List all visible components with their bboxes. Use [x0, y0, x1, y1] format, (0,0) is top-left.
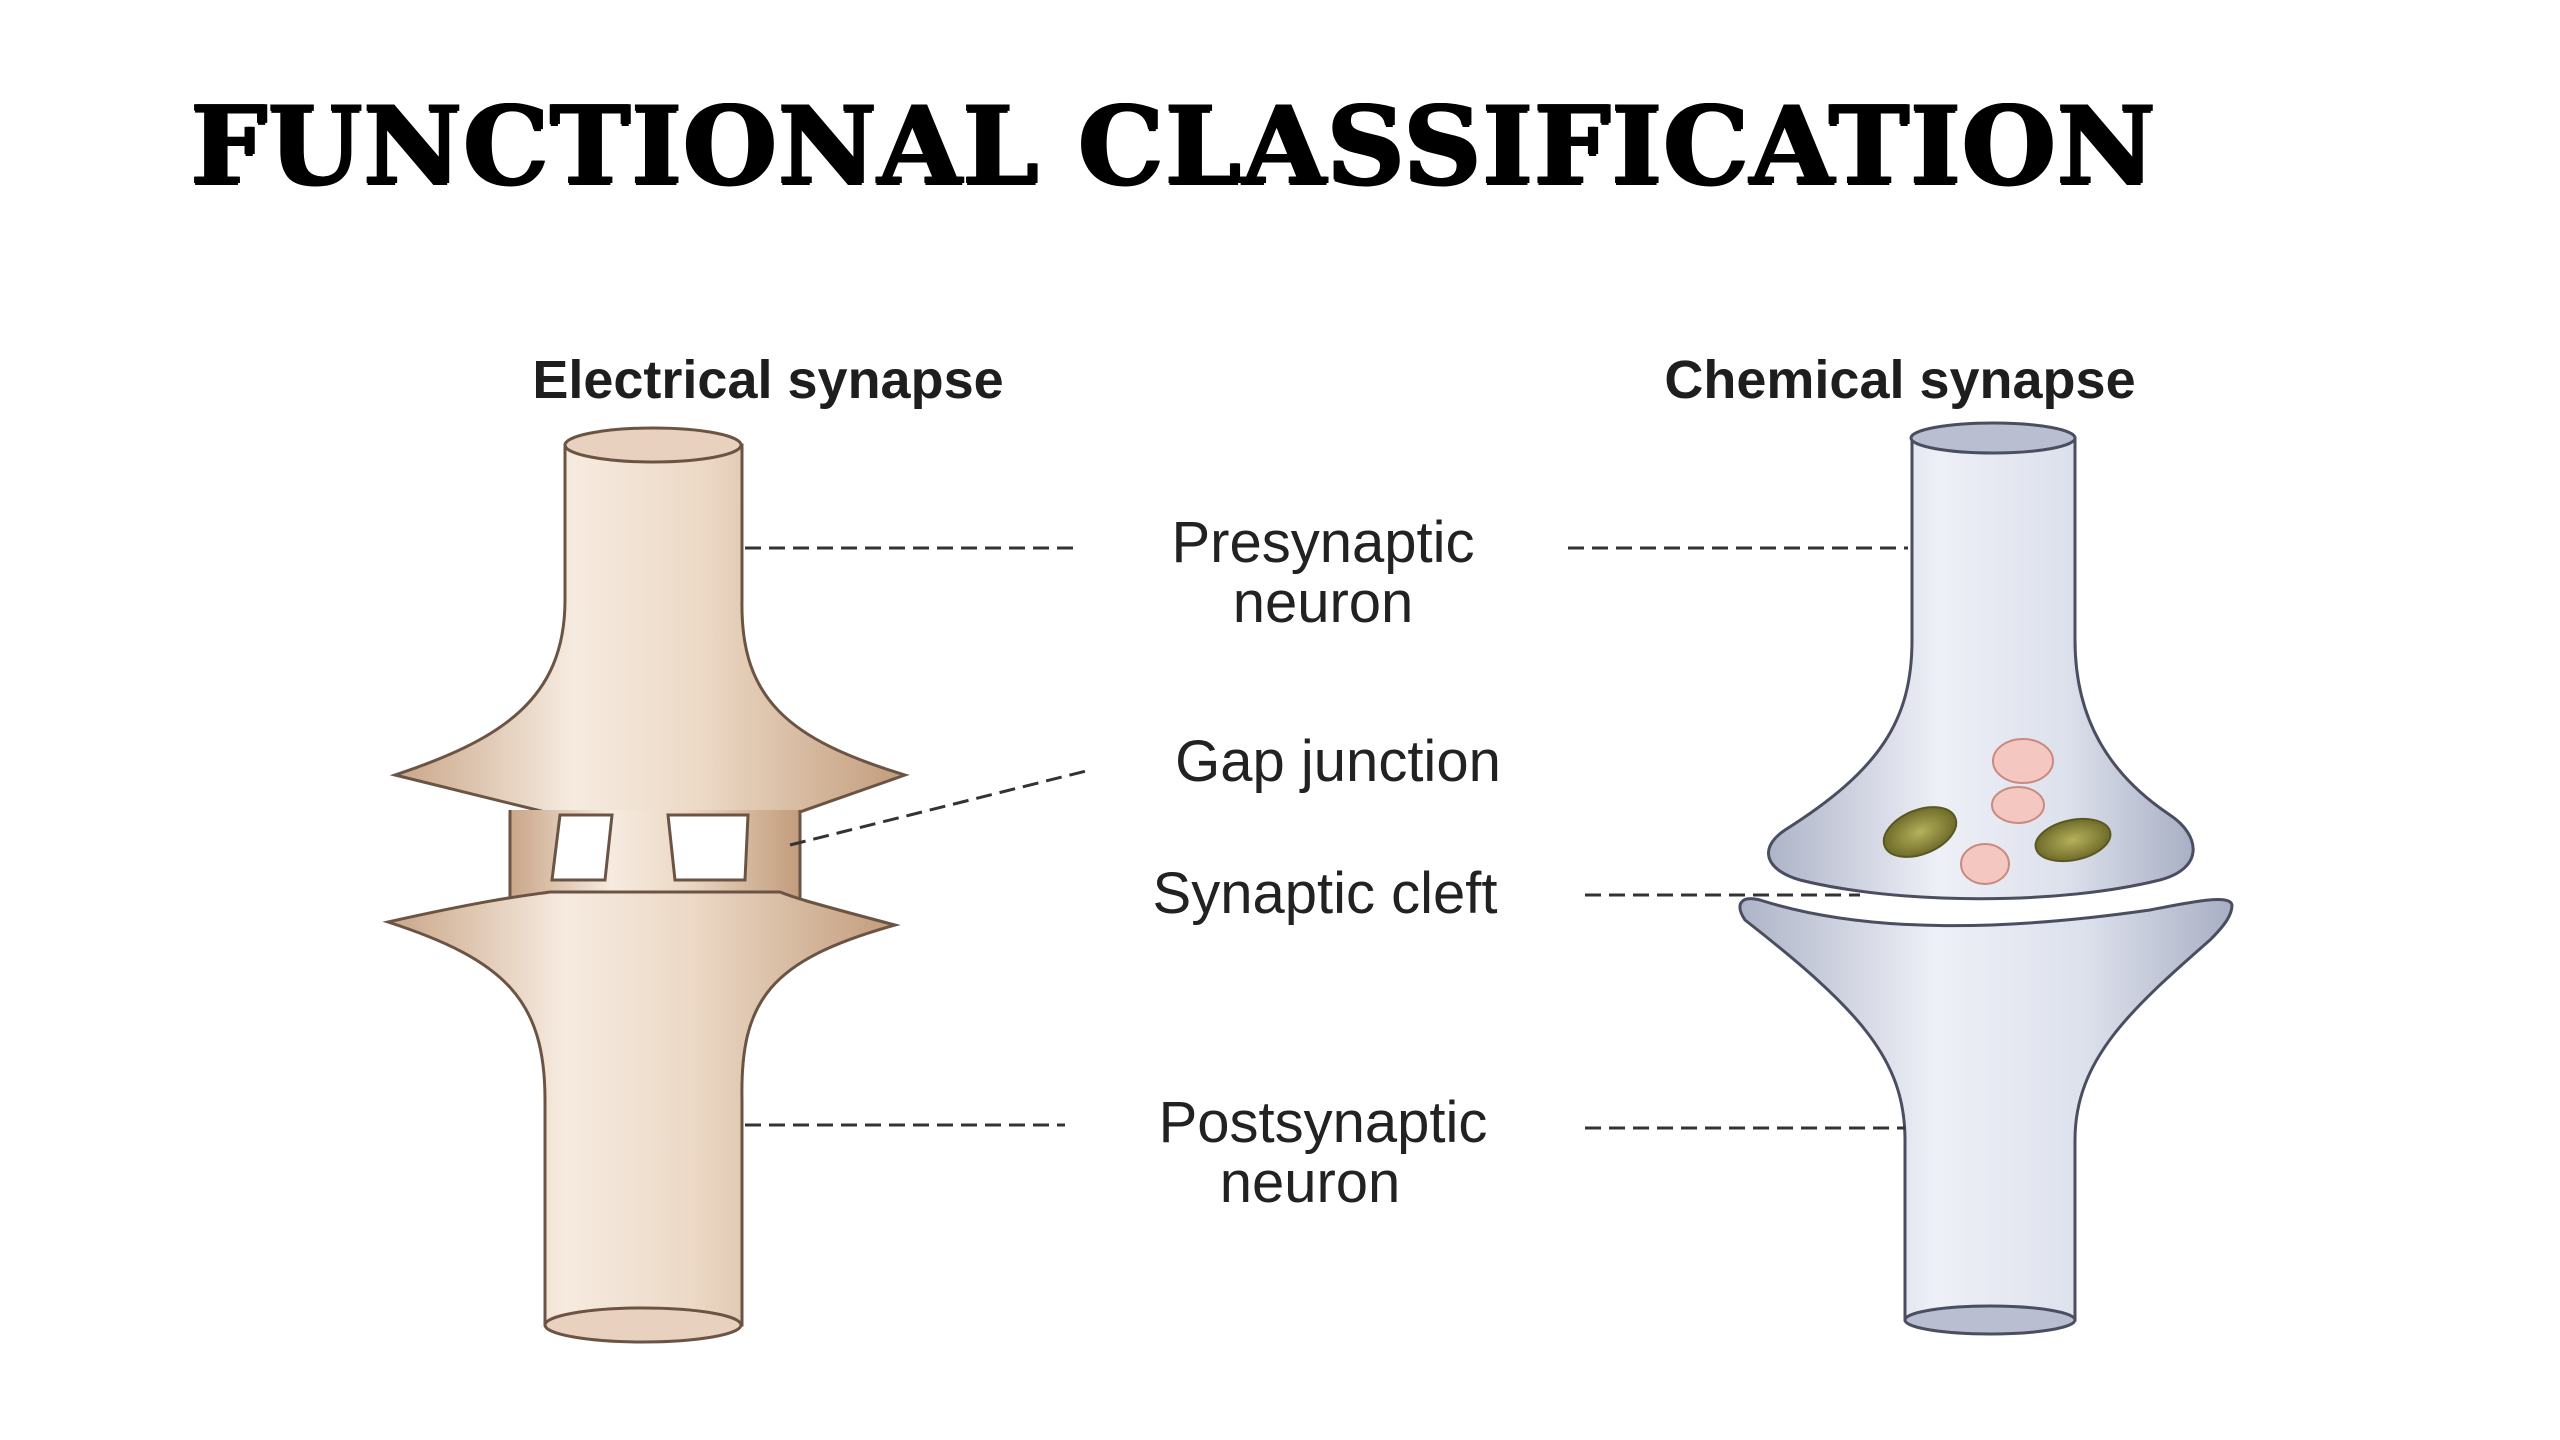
synaptic-cleft-label: Synaptic cleft — [1153, 861, 1498, 926]
gap-junction-leader — [789, 768, 1091, 847]
electrical-postsynaptic-neuron — [382, 890, 901, 1344]
synaptic-vesicle — [1991, 786, 2045, 824]
gap-junction-label: Gap junction — [1175, 729, 1501, 794]
chemical-postsynaptic-neuron — [1738, 897, 2234, 1336]
slide-title: FUNCTIONAL CLASSIFICATION — [190, 83, 2157, 209]
presynaptic-label-line2: neuron — [1233, 570, 1414, 635]
synaptic-vesicle — [1960, 843, 2010, 885]
synaptic-vesicle — [1992, 738, 2054, 784]
presynaptic-label-line1: Presynaptic — [1171, 510, 1474, 575]
electrical-synapse-heading: Electrical synapse — [532, 350, 1003, 410]
chemical-presynaptic-neuron — [1767, 421, 2195, 901]
gap-junction-channels — [508, 810, 802, 900]
postsynaptic-label-line2: neuron — [1220, 1150, 1401, 1215]
postsynaptic-label-line1: Postsynaptic — [1159, 1090, 1488, 1155]
electrical-presynaptic-neuron — [389, 426, 910, 822]
mitochondrion — [1882, 806, 1958, 858]
chemical-synapse-heading: Chemical synapse — [1664, 350, 2135, 410]
mitochondrion — [2034, 817, 2112, 863]
